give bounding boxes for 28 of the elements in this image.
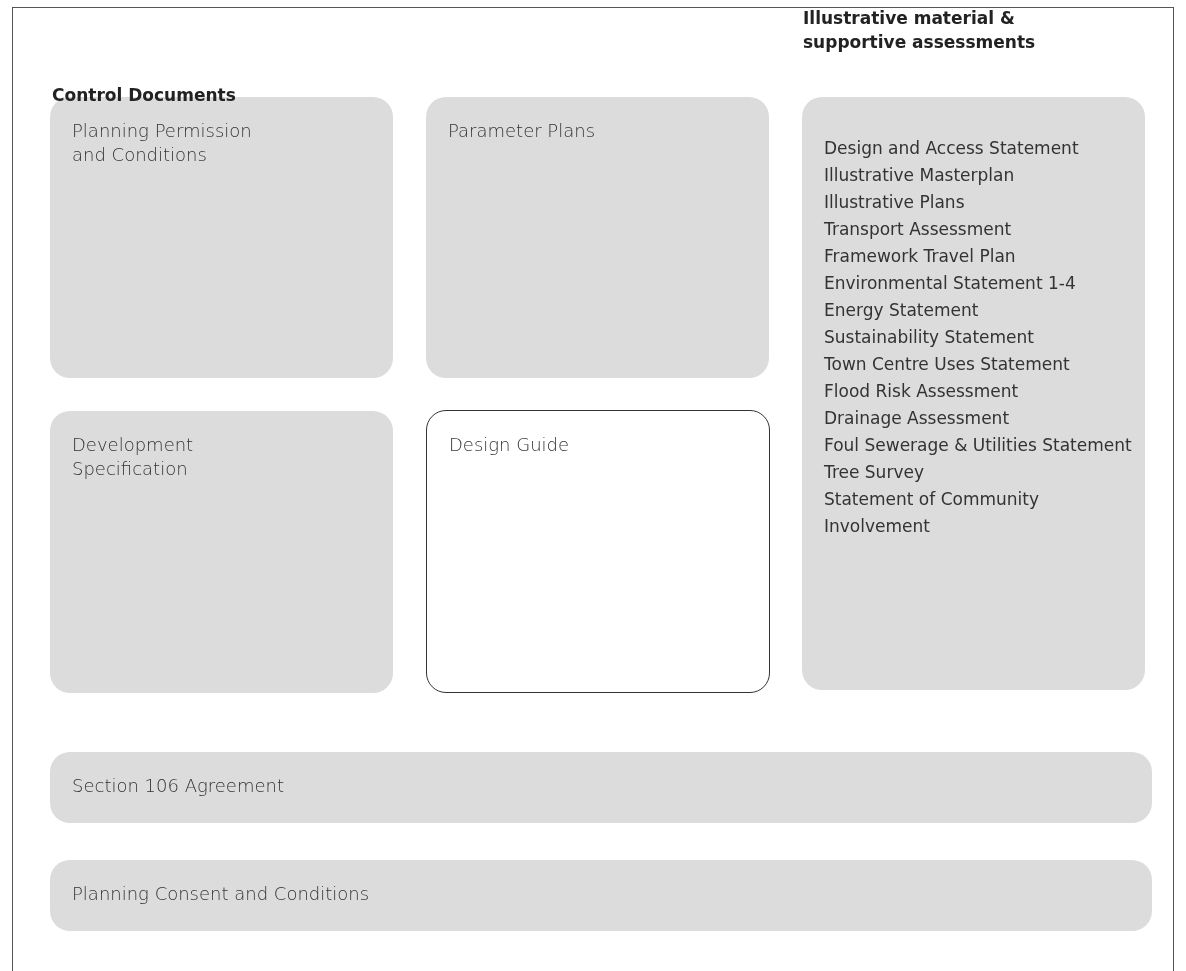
box-label: Design Guide <box>449 433 571 457</box>
list-item: Transport Assessment <box>824 218 1013 241</box>
list-item: Illustrative Plans <box>824 191 966 214</box>
list-item: Environmental Statement 1-4 <box>824 272 1077 295</box>
list-item: Framework Travel Plan <box>824 245 1017 268</box>
list-item: Town Centre Uses Statement <box>824 353 1071 376</box>
list-item: Sustainability Statement <box>824 326 1035 349</box>
section-heading: Illustrative material & supportive assessments <box>803 7 1037 54</box>
box-label: Development Specification <box>72 433 195 481</box>
document-box <box>50 752 1152 823</box>
box-label: Planning Permission and Conditions <box>72 119 253 167</box>
list-item: Drainage Assessment <box>824 407 1011 430</box>
box-label: Parameter Plans <box>448 119 597 143</box>
document-box <box>426 97 769 378</box>
document-box <box>50 411 393 693</box>
list-item: Illustrative Masterplan <box>824 164 1016 187</box>
document-box <box>802 97 1145 690</box>
section-heading: Control Documents <box>52 84 236 107</box>
list-item: Statement of Community Involvement <box>824 488 1041 538</box>
document-box <box>50 860 1152 931</box>
document-box <box>426 410 770 693</box>
list-item: Tree Survey <box>824 461 925 484</box>
box-label: Section 106 Agreement <box>72 774 286 798</box>
list-item: Flood Risk Assessment <box>824 380 1020 403</box>
list-item: Foul Sewerage & Utilities Statement <box>824 434 1133 457</box>
list-item: Energy Statement <box>824 299 980 322</box>
list-item: Design and Access Statement <box>824 137 1080 160</box>
box-label: Planning Consent and Conditions <box>72 882 371 906</box>
